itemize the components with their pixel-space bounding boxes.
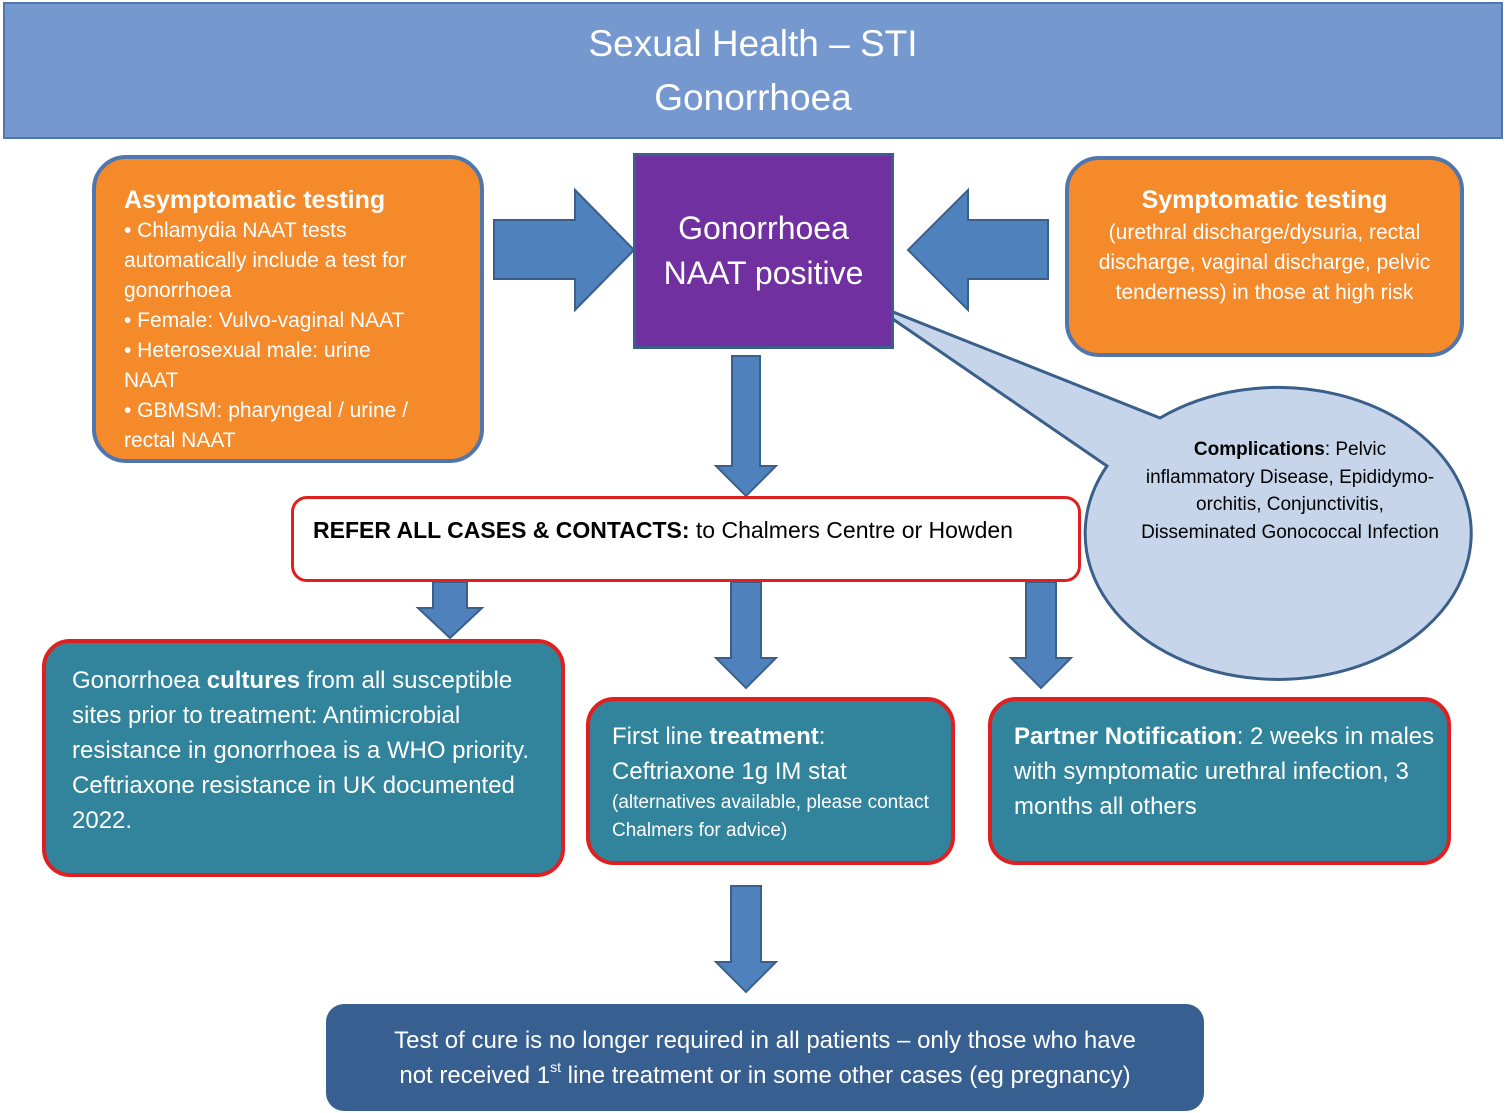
page-subtitle: Gonorrhoea — [654, 76, 852, 118]
treatment-heading: First line treatment: — [612, 719, 941, 754]
naat-line1: Gonorrhoea — [678, 210, 849, 246]
partner-text: : 2 weeks in males with symptomatic uret… — [1014, 723, 1435, 820]
asymptomatic-line: • Heterosexual male: urine — [124, 339, 371, 362]
arrow-left-symptomatic — [906, 187, 1049, 313]
cultures-box: Gonorrhoea cultures from all susceptible… — [42, 639, 565, 877]
refer-text: to Chalmers Centre or Howden — [689, 517, 1013, 543]
treatment-post: : — [818, 723, 826, 750]
complications-label: Complications — [1193, 439, 1325, 460]
asymptomatic-line: • Female: Vulvo-vaginal NAAT — [124, 309, 405, 332]
arrow-down-cure — [713, 885, 779, 994]
partner-label: Partner Notification — [1014, 723, 1237, 750]
cure-line2-pre: not received 1 — [399, 1061, 551, 1089]
asymptomatic-line: • Chlamydia NAAT tests — [124, 219, 347, 242]
asymptomatic-title: Asymptomatic testing — [124, 186, 386, 214]
asymptomatic-line: NAAT — [124, 369, 179, 392]
cultures-post: from all susceptible sites prior to trea… — [72, 667, 530, 764]
treatment-note: (alternatives available, please contact … — [612, 792, 929, 841]
arrow-down-partner — [1008, 581, 1074, 690]
cultures-bold: cultures — [206, 667, 301, 694]
cure-line2-sup: st — [550, 1058, 562, 1075]
test-of-cure-box: Test of cure is no longer required in al… — [326, 1004, 1204, 1111]
symptomatic-title: Symptomatic testing — [1141, 186, 1388, 214]
treatment-pre: First line — [612, 723, 710, 750]
asymptomatic-line: gonorrhoea — [124, 279, 232, 302]
arrow-down-treatment — [713, 581, 779, 690]
complications-callout: Complications: Pelvic inflammatory Disea… — [1140, 436, 1440, 546]
page-title: Sexual Health – STI — [588, 22, 918, 64]
asymptomatic-line: rectal NAAT — [124, 429, 236, 452]
cultures-text: Gonorrhoea cultures from all susceptible… — [72, 663, 551, 768]
asymptomatic-testing-box: Asymptomatic testing • Chlamydia NAAT te… — [92, 155, 484, 463]
symptomatic-body: (urethral discharge/dysuria, rectal disc… — [1098, 221, 1431, 304]
asymptomatic-line: automatically include a test for — [124, 249, 407, 272]
cure-line2: not received 1st line treatment or in so… — [399, 1058, 1130, 1093]
page-title-banner: Sexual Health – STI Gonorrhoea — [3, 2, 1503, 139]
naat-line2: NAAT positive — [663, 255, 864, 291]
arrow-down-naat — [713, 355, 779, 498]
cultures-resistance-note: Ceftriaxone resistance in UK documented … — [72, 772, 515, 834]
cultures-pre: Gonorrhoea — [72, 667, 207, 694]
refer-box: REFER ALL CASES & CONTACTS: to Chalmers … — [291, 496, 1081, 582]
treatment-bold: treatment — [709, 723, 819, 750]
arrow-down-cultures — [415, 581, 485, 640]
treatment-box: First line treatment: Ceftriaxone 1g IM … — [586, 697, 955, 865]
treatment-dose: Ceftriaxone 1g IM stat — [612, 758, 847, 785]
refer-label: REFER ALL CASES & CONTACTS: — [313, 517, 690, 543]
cure-line1: Test of cure is no longer required in al… — [394, 1026, 1136, 1054]
symptomatic-testing-box: Symptomatic testing (urethral discharge/… — [1065, 156, 1464, 357]
cure-line2-post: line treatment or in some other cases (e… — [561, 1061, 1131, 1089]
complications-text: : Pelvic inflammatory Disease, Epididymo… — [1141, 439, 1439, 543]
asymptomatic-line: • GBMSM: pharyngeal / urine / — [124, 399, 408, 422]
complications-callout-bubble — [867, 300, 1473, 681]
arrow-right-asymptomatic — [493, 187, 636, 313]
partner-notification-box: Partner Notification: 2 weeks in males w… — [988, 697, 1451, 865]
naat-positive-box: Gonorrhoea NAAT positive — [633, 153, 894, 349]
